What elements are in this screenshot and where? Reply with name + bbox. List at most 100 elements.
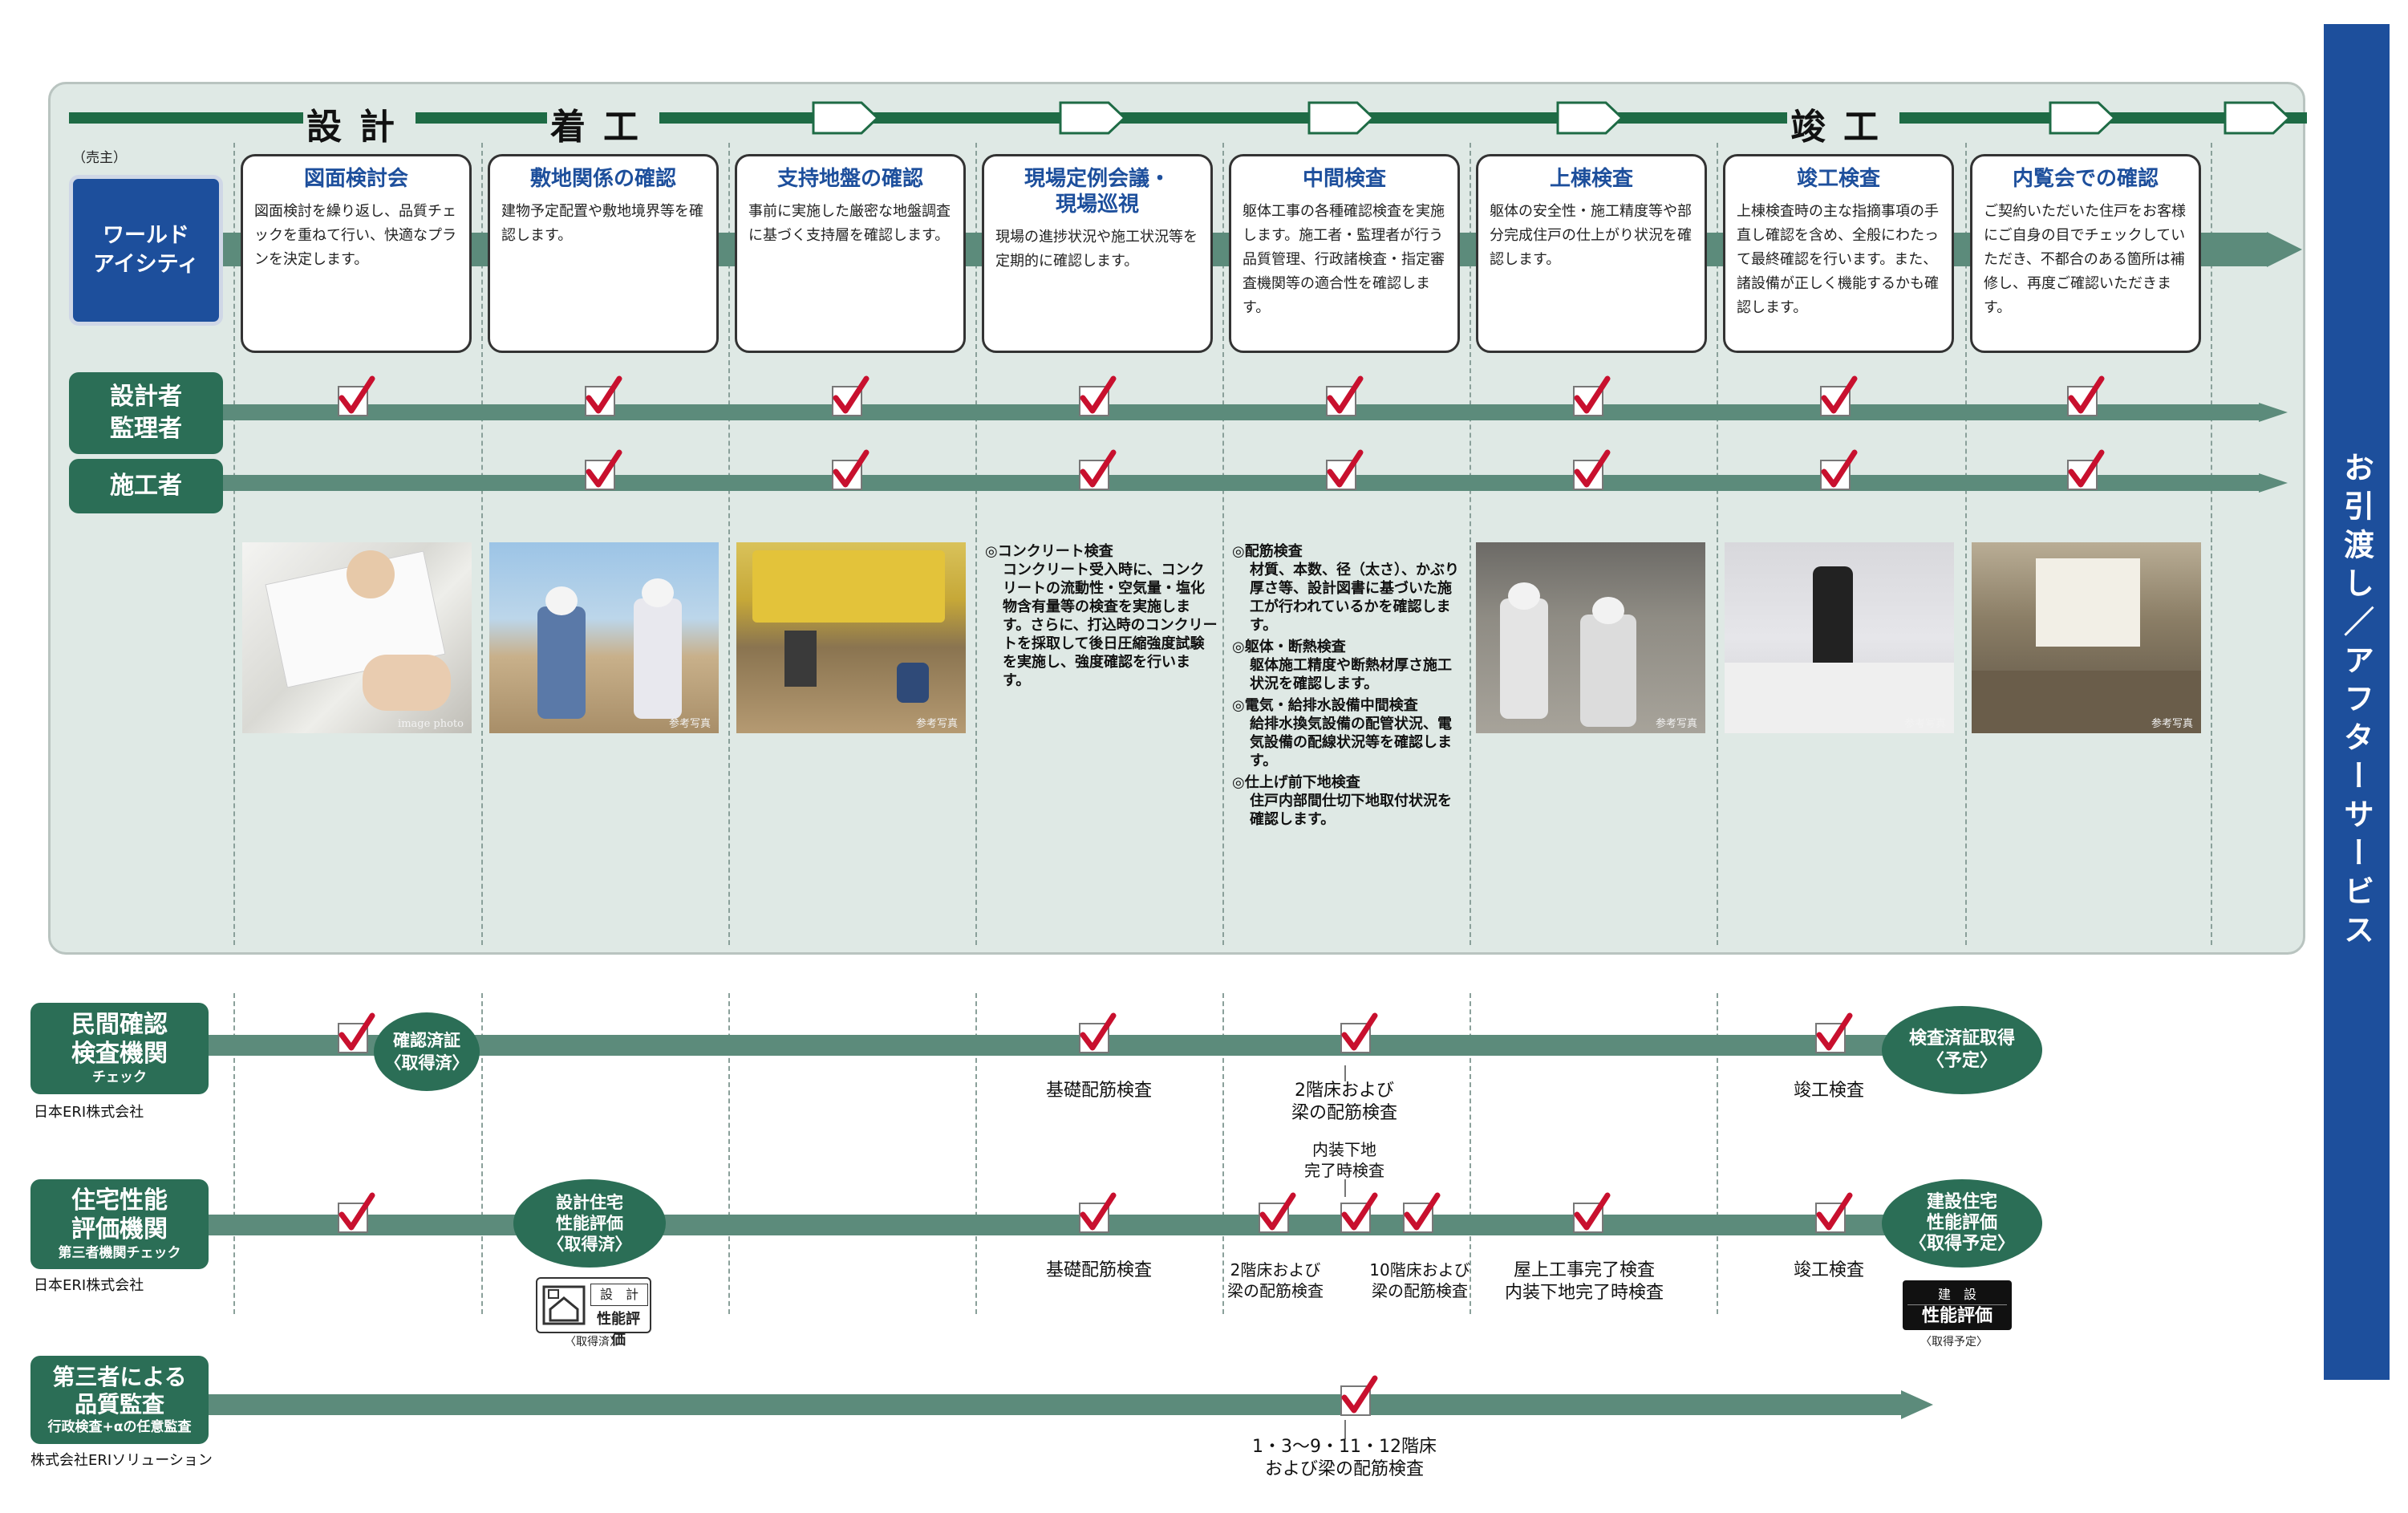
photo-caption: 参考写真 (668, 718, 711, 730)
notes-concrete: ◎コンクリート検査コンクリート受入時に、コンクリートの流動性・空気量・塩化物含有… (985, 542, 1218, 693)
step-desc: 図面検討を繰り返し、品質チェックを重ねて行い、快適なプランを決定します。 (254, 203, 456, 268)
badge-confirmation-obtained: 確認済証 〈取得済〉 (374, 1012, 480, 1091)
column-divider (1470, 993, 1471, 1314)
phase-tag-icon (2224, 101, 2291, 135)
role-name: 第三者による 品質監査 (52, 1364, 187, 1418)
org-name: 日本ERI株式会社 (34, 1104, 144, 1121)
inspection-label: 竣工検査 (1793, 1260, 1864, 1280)
badge-design-performance: 設計住宅 性能評価 〈取得済〉 (513, 1179, 666, 1268)
badge-inspection-planned: 検査済証取得 〈予定〉 (1882, 1006, 2042, 1094)
phase-label-completion: 竣工 (1787, 98, 1899, 149)
column-divider (975, 993, 977, 1314)
check-icon (1811, 1192, 1855, 1235)
phase-label-start: 着工 (547, 98, 659, 149)
check-icon (1322, 449, 1365, 493)
role-designer-supervisor: 設計者 監理者 (69, 372, 223, 454)
check-icon (2063, 449, 2106, 493)
phase-tag-icon (1059, 101, 1126, 135)
inspection-label: 10階床および 梁の配筋検査 (1369, 1260, 1470, 1300)
photo-caption: 参考写真 (1655, 718, 1697, 730)
phase-tag-icon (2049, 101, 2116, 135)
photo-planning: image photo (242, 542, 472, 733)
check-icon (1569, 1192, 1612, 1235)
arrow-icon (2259, 473, 2288, 493)
step-card: 支持地盤の確認事前に実施した厳密な地盤調査に基づく支持層を確認します。 (735, 154, 966, 353)
inspection-label: 内装下地 完了時検査 (1304, 1140, 1384, 1180)
step-title: 図面検討会 (303, 167, 408, 191)
mark-bottom: 性能評価 (597, 1311, 640, 1349)
inspection-label: 2階床および 梁の配筋検査 (1227, 1260, 1324, 1300)
org-name: 日本ERI株式会社 (34, 1277, 144, 1294)
note-title: ◎電気・給排水設備中間検査 (1232, 697, 1418, 714)
check-icon (1075, 1192, 1118, 1235)
role-inspection-body: 民間確認 検査機関 チェック (30, 1003, 209, 1094)
column-divider (728, 143, 730, 945)
step-card: 内覧会での確認ご契約いただいた住戸をお客様にご自身の目でチェックしていただき、不… (1970, 154, 2201, 353)
column-divider (975, 143, 977, 945)
check-icon (1811, 1012, 1855, 1056)
step-card: 中間検査躯体工事の各種確認検査を実施します。施工者・監理者が行う品質管理、行政諸… (1229, 154, 1460, 353)
note-desc: 給排水換気設備の配管状況、電気設備の配線状況等を確認します。 (1250, 716, 1452, 769)
column-divider (233, 993, 235, 1314)
seller-note: （売主） (72, 150, 127, 166)
column-divider (1965, 143, 1967, 945)
design-performance-mark: 設 計 性能評価 (536, 1277, 651, 1349)
mark-top: 建 設 (1937, 1287, 1976, 1302)
note-desc: 材質、本数、径（太さ）、かぶり厚さ等、設計図書に基づいた施工が行われているかを確… (1250, 562, 1459, 634)
step-title: 内覧会での確認 (2012, 167, 2159, 191)
role-name: 民間確認 検査機関 (71, 1011, 168, 1068)
inspection-label: 1・3〜9・11・12階床 および梁の配筋検査 (1252, 1437, 1437, 1479)
leader-line (1344, 1420, 1346, 1439)
column-divider (481, 993, 483, 1314)
role-builder: 施工者 (69, 459, 223, 513)
photo-preview-room: 参考写真 (1972, 542, 2201, 733)
step-title: 竣工検査 (1796, 167, 1880, 191)
check-icon (828, 375, 871, 419)
check-icon (1322, 375, 1365, 419)
inspection-label: 竣工検査 (1793, 1081, 1864, 1101)
check-icon (1255, 1192, 1298, 1235)
photo-completion-inspection: 参考写真 (1725, 542, 1954, 733)
column-divider (1222, 993, 1224, 1314)
step-card: 敷地関係の確認建物予定配置や敷地境界等を確認します。 (488, 154, 719, 353)
step-desc: 現場の進捗状況や施工状況等を定期的に確認します。 (995, 229, 1198, 270)
mark-top: 設 計 (590, 1284, 648, 1306)
column-divider (2211, 143, 2212, 945)
leader-line (1344, 1179, 1346, 1197)
column-divider (233, 143, 235, 945)
check-icon (1075, 375, 1118, 419)
photo-caption: 参考写真 (1903, 718, 1946, 730)
note-desc: 住戸内部間仕切下地取付状況を確認します。 (1250, 793, 1452, 828)
builder-row-bar (221, 475, 2259, 491)
leader-line (1344, 1065, 1346, 1081)
photo-caption: 参考写真 (2151, 718, 2193, 730)
arrow-icon (2267, 232, 2302, 267)
inspection-label: 基礎配筋検査 (1045, 1260, 1152, 1280)
step-desc: 躯体の安全性・施工精度等や部分完成住戸の仕上がり状況を確認します。 (1490, 203, 1692, 268)
handover-after-service-bar: お引渡し／アフターサービス (2324, 24, 2390, 1380)
step-title: 中間検査 (1302, 167, 1386, 191)
check-icon (334, 1192, 377, 1235)
house-icon (542, 1285, 586, 1325)
phase-tag-icon (1307, 101, 1375, 135)
note-title: ◎仕上げ前下地検査 (1232, 774, 1360, 791)
note-title: ◎配筋検査 (1232, 543, 1303, 560)
step-title: 現場定例会議・ 現場巡視 (1024, 167, 1170, 217)
inspection-label: 2階床および 梁の配筋検査 (1291, 1081, 1397, 1123)
arrow-icon (2259, 403, 2288, 422)
arrow-icon (1901, 1390, 1933, 1419)
column-divider (1222, 143, 1224, 945)
column-divider (728, 993, 730, 1314)
check-icon (581, 375, 624, 419)
column-divider (1717, 143, 1718, 945)
photo-ground-check: 参考写真 (736, 542, 966, 733)
role-sub: 第三者機関チェック (58, 1245, 181, 1261)
phase-tag-icon (1556, 101, 1624, 135)
check-icon (1569, 449, 1612, 493)
step-card: 上棟検査躯体の安全性・施工精度等や部分完成住戸の仕上がり状況を確認します。 (1476, 154, 1707, 353)
check-icon (1336, 1012, 1380, 1056)
badge-construction-performance: 建設住宅 性能評価 〈取得予定〉 (1882, 1179, 2042, 1268)
step-title: 上棟検査 (1549, 167, 1633, 191)
role-performance-body: 住宅性能 評価機関 第三者機関チェック (30, 1179, 209, 1269)
inspection-row-bar (209, 1035, 2037, 1056)
